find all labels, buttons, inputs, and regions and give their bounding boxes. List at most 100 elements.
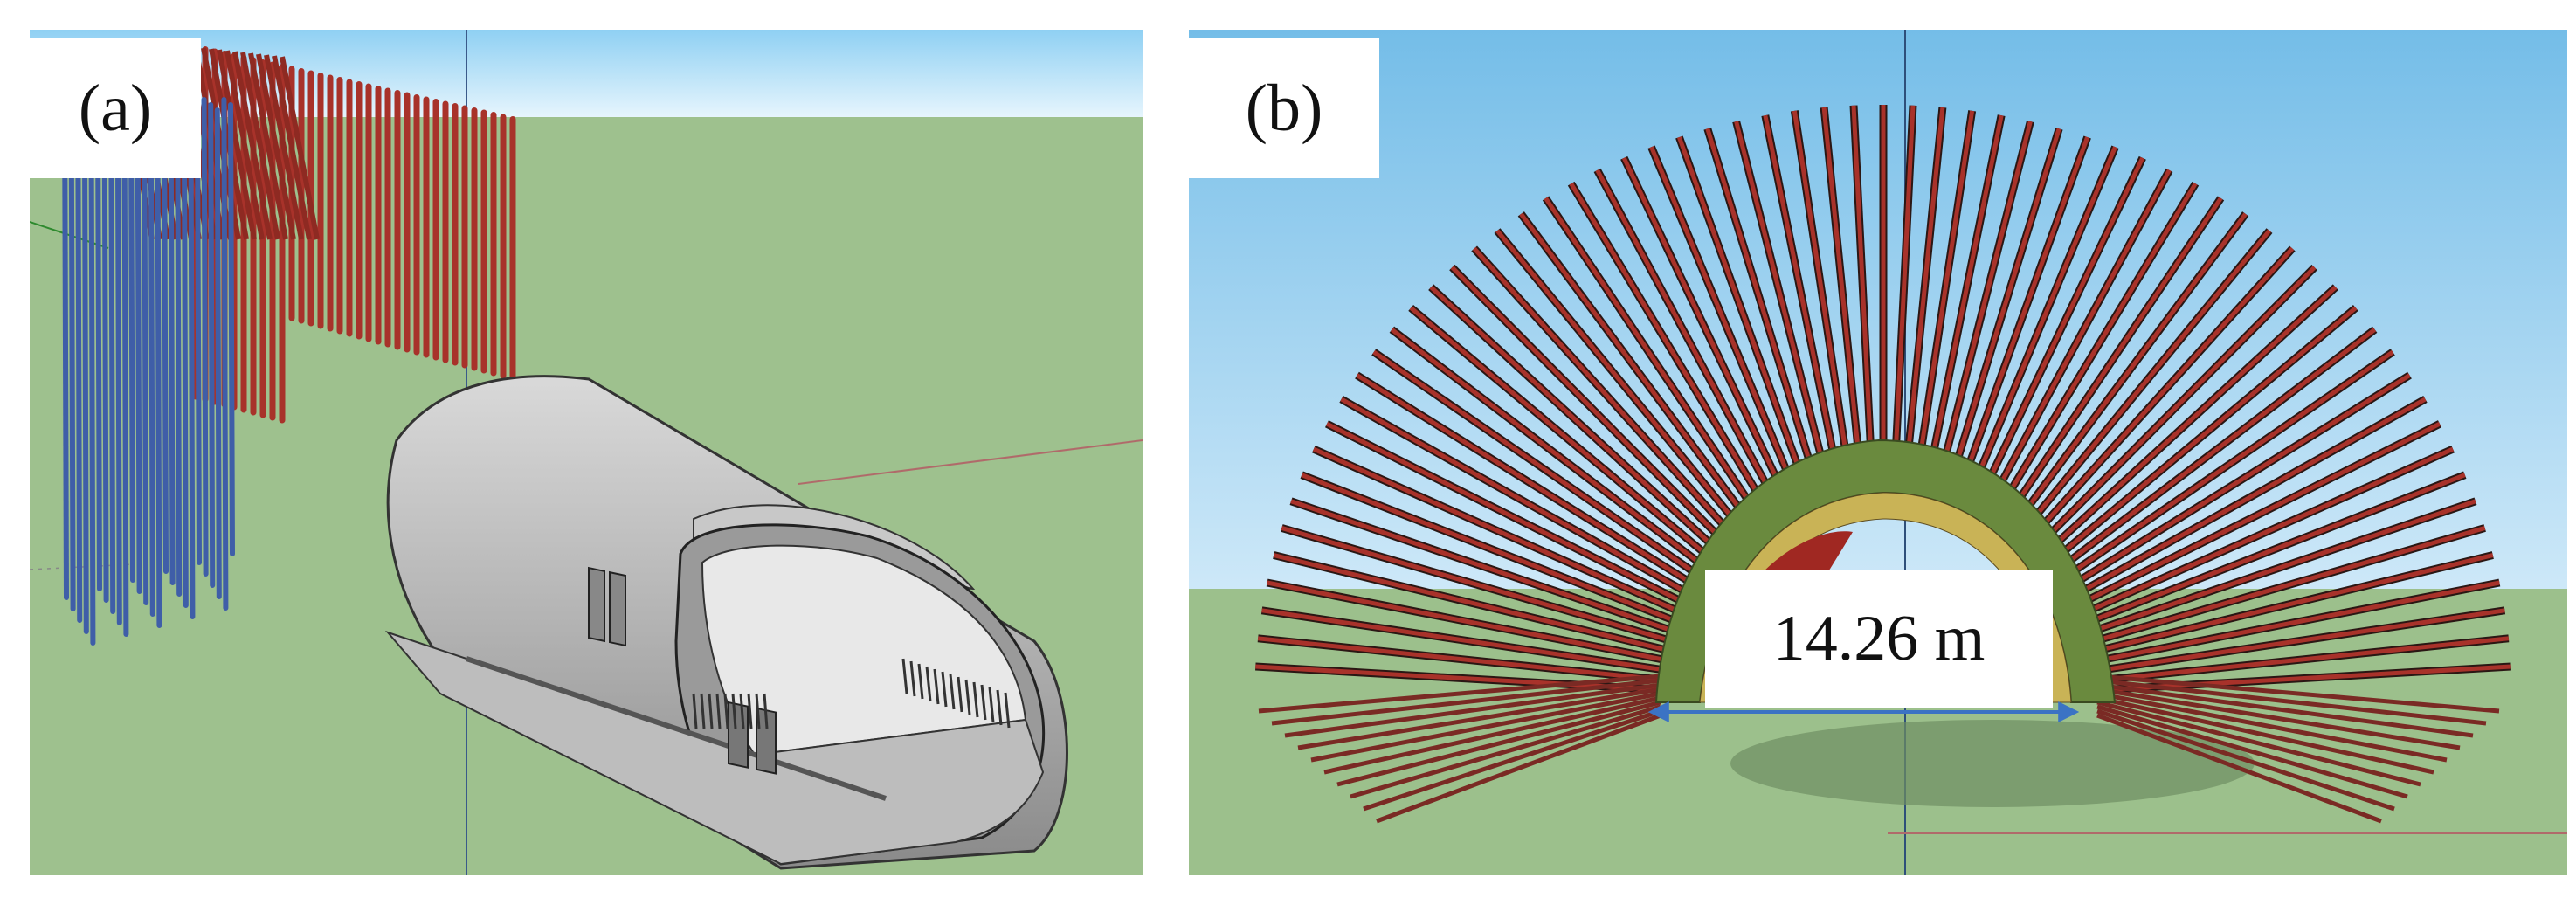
radial-bolt [1267,580,1670,663]
tunnel-window [728,701,749,769]
radial-bolt [1763,114,1845,500]
axis-line [30,221,109,249]
radial-bolt [2096,713,2382,824]
blue-pile [142,97,149,605]
face-bolt [925,666,932,702]
blue-pile [214,107,222,599]
face-bolt [917,663,924,700]
blue-pile [135,107,142,594]
radial-bolt [2096,708,2395,812]
radial-bolt [1325,421,1691,608]
radial-bolt [1290,499,1679,635]
radial-bolt [1951,136,2089,508]
face-bolt [949,674,956,710]
face-bolt [941,671,948,708]
radial-bolt [1301,473,1682,625]
blue-pile [128,102,135,583]
radial-bolt [1336,700,1661,787]
radial-bolt [1792,110,1855,498]
radial-bolt [1261,608,1668,673]
radial-bolt [1323,695,1661,775]
face-bolt [739,693,745,729]
blue-pile [114,107,122,625]
red-pile [232,51,273,240]
face-bolt [972,681,979,718]
radial-bolt [1649,146,1806,511]
radial-bolt [2091,526,2486,645]
radial-bolt [1922,114,2004,500]
red-pile [256,53,296,240]
face-bolt [957,676,963,713]
radial-bolt [1390,328,1715,575]
radial-bolt [2096,674,2500,714]
radial-bolt [1363,708,1661,812]
radial-bolt [2015,229,2271,541]
blue-pile [221,97,229,611]
red-pile [264,54,304,240]
radial-bolt [1734,121,1834,501]
radial-bolt-group [1255,105,2511,824]
blue-pile [175,107,183,597]
radial-bolt [1281,526,1675,645]
radial-bolt [1297,687,1661,750]
radial-bolt [1902,107,1945,496]
face-bolt [1004,692,1011,729]
blue-pile [195,107,202,565]
face-bolt [901,658,908,694]
face-bolt [700,693,706,729]
blue-pile [168,102,176,585]
radial-bolt [1258,674,1661,714]
face-bolt [723,693,729,729]
red-pile [272,55,312,240]
blue-pile [155,107,162,628]
red-pile [224,50,265,240]
radial-bolt [1821,107,1865,496]
radial-bolt [2096,678,2487,726]
radial-bolt [2023,246,2295,547]
radial-bolt [1544,197,1768,528]
radial-bolt [1409,306,1721,568]
face-bolt-group [692,658,1011,729]
radial-bolt [1273,553,1673,653]
radial-bolt [2039,285,2338,560]
radial-bolt [1911,110,1975,498]
radial-bolt [2094,553,2494,653]
radial-bolt [1980,169,2172,519]
face-bolt [692,693,698,729]
radial-bolt [1312,446,1687,617]
radial-bolt [1971,156,2145,515]
red-pile [240,52,280,240]
tunnel-floor [384,630,1045,866]
face-bolt [763,693,769,729]
red-pile [280,56,320,240]
blue-pile [101,97,109,603]
red-pile [248,52,288,240]
blue-pile [121,97,129,637]
blue-pile [208,102,216,588]
blue-pile [181,97,189,608]
blue-pile [68,102,76,611]
radial-bolt [2064,373,2411,591]
radial-bolt [1257,636,1667,683]
face-bolt [755,693,761,729]
blue-pile [188,102,196,619]
radial-bolt [2046,306,2358,568]
radial-bolt [2101,664,2511,693]
face-bolt [715,693,722,729]
radial-bolt [1284,682,1661,738]
radial-bolt [2096,580,2500,663]
tunnel-window [609,570,626,647]
radial-bolt [1372,349,1708,583]
axis-line [798,439,1143,485]
panel-a-3d-tunnel-model: (a) [30,30,1143,875]
radial-bolt [2096,691,2448,763]
radial-bolt [2070,397,2427,599]
radial-bolt [2075,421,2441,608]
blue-pile [201,97,209,577]
radial-bolt [2098,608,2505,673]
face-bolt [909,660,916,697]
radial-bolt [1999,197,2223,528]
radial-bolt [2088,499,2476,635]
radial-bolt [1356,373,1702,591]
panel-b-scene [1189,30,2567,875]
